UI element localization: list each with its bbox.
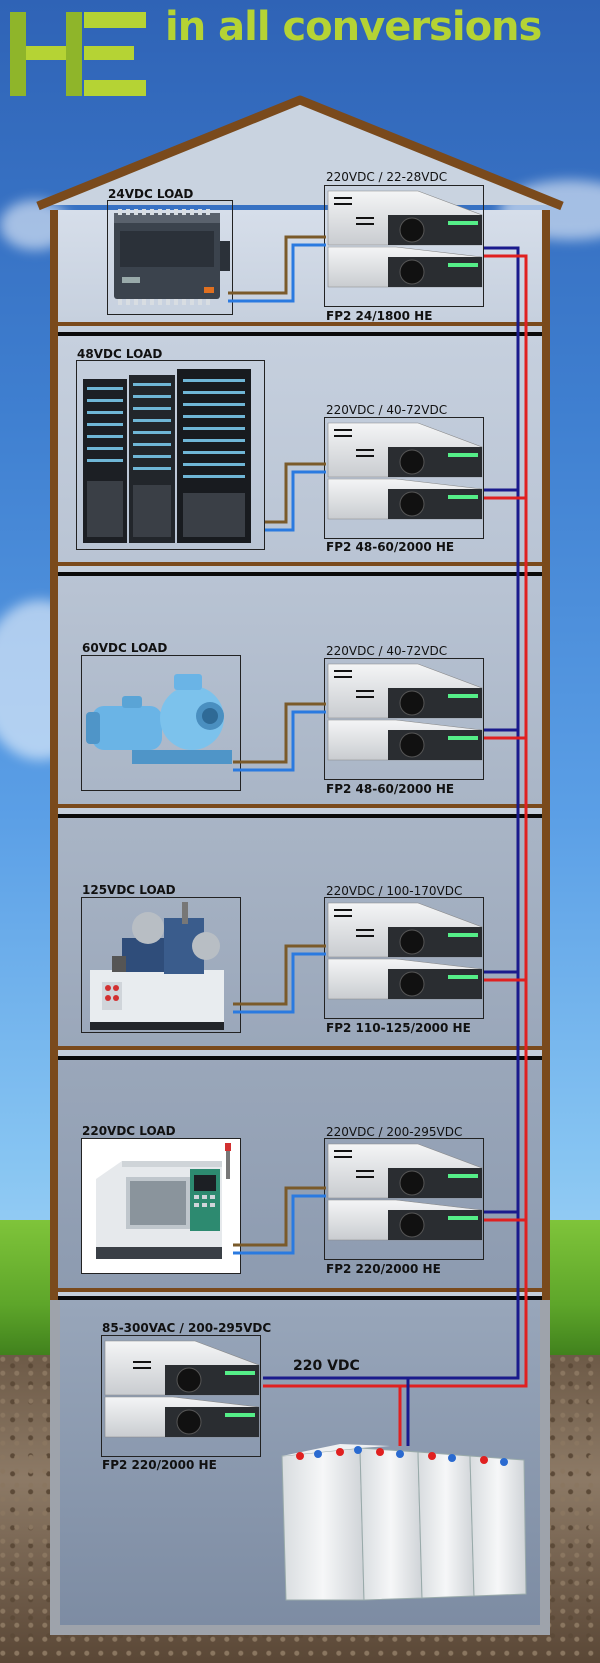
floor-separator xyxy=(58,814,542,818)
rectifier-graphic xyxy=(104,1340,260,1438)
psu-model-label: FP2 110-125/2000 HE xyxy=(326,1021,471,1035)
psu-io-label: 220VDC / 200-295VDC xyxy=(326,1125,463,1139)
floor-separator xyxy=(58,804,542,808)
load-label: 220VDC LOAD xyxy=(82,1124,176,1138)
floor-separator xyxy=(58,332,542,336)
load-image-plc xyxy=(107,200,233,315)
he-logo-icon xyxy=(10,12,146,96)
tagline: in all conversions xyxy=(165,4,542,50)
floor-separator xyxy=(58,1046,542,1050)
psu-graphic xyxy=(327,422,483,520)
bus-voltage-label: 220 VDC xyxy=(293,1358,360,1374)
rectifier-unit xyxy=(101,1335,261,1457)
output-wires xyxy=(228,235,326,1255)
psu-model-label: FP2 48-60/2000 HE xyxy=(326,782,455,796)
psu-io-label: 220VDC / 40-72VDC xyxy=(326,403,448,417)
load-label: 24VDC LOAD xyxy=(108,187,194,201)
psu-graphic xyxy=(327,663,483,761)
dc-bus xyxy=(263,246,528,1446)
rectifier-io-label: 85-300VAC / 200-295VDC xyxy=(102,1321,272,1335)
floor-separator xyxy=(58,322,542,326)
psu-model-label: FP2 24/1800 HE xyxy=(326,309,433,323)
psu-unit xyxy=(324,1138,484,1260)
load-image-grinder xyxy=(81,897,241,1033)
floor-separator xyxy=(58,1288,542,1292)
house-roof xyxy=(36,95,564,211)
load-label: 125VDC LOAD xyxy=(82,883,176,897)
psu-model-label: FP2 48-60/2000 HE xyxy=(326,540,455,554)
psu-graphic xyxy=(327,190,483,288)
rectifier-model-label: FP2 220/2000 HE xyxy=(102,1458,217,1472)
psu-io-label: 220VDC / 22-28VDC xyxy=(326,170,448,184)
psu-model-label: FP2 220/2000 HE xyxy=(326,1262,441,1276)
psu-unit xyxy=(324,658,484,780)
floor-separator xyxy=(58,1056,542,1060)
battery-bank xyxy=(281,1444,527,1601)
psu-io-label: 220VDC / 40-72VDC xyxy=(326,644,448,658)
load-image-cnc-lathe xyxy=(81,1138,241,1274)
psu-graphic xyxy=(327,902,483,1000)
psu-unit xyxy=(324,897,484,1019)
load-label: 48VDC LOAD xyxy=(77,347,163,361)
floor-separator xyxy=(58,1296,542,1300)
load-label: 60VDC LOAD xyxy=(82,641,168,655)
floor-separator xyxy=(58,572,542,576)
psu-unit xyxy=(324,417,484,539)
load-image-server-racks xyxy=(76,360,265,550)
psu-io-label: 220VDC / 100-170VDC xyxy=(326,884,463,898)
floor-separator xyxy=(58,562,542,566)
load-image-pump xyxy=(81,655,241,791)
psu-graphic xyxy=(327,1143,483,1241)
